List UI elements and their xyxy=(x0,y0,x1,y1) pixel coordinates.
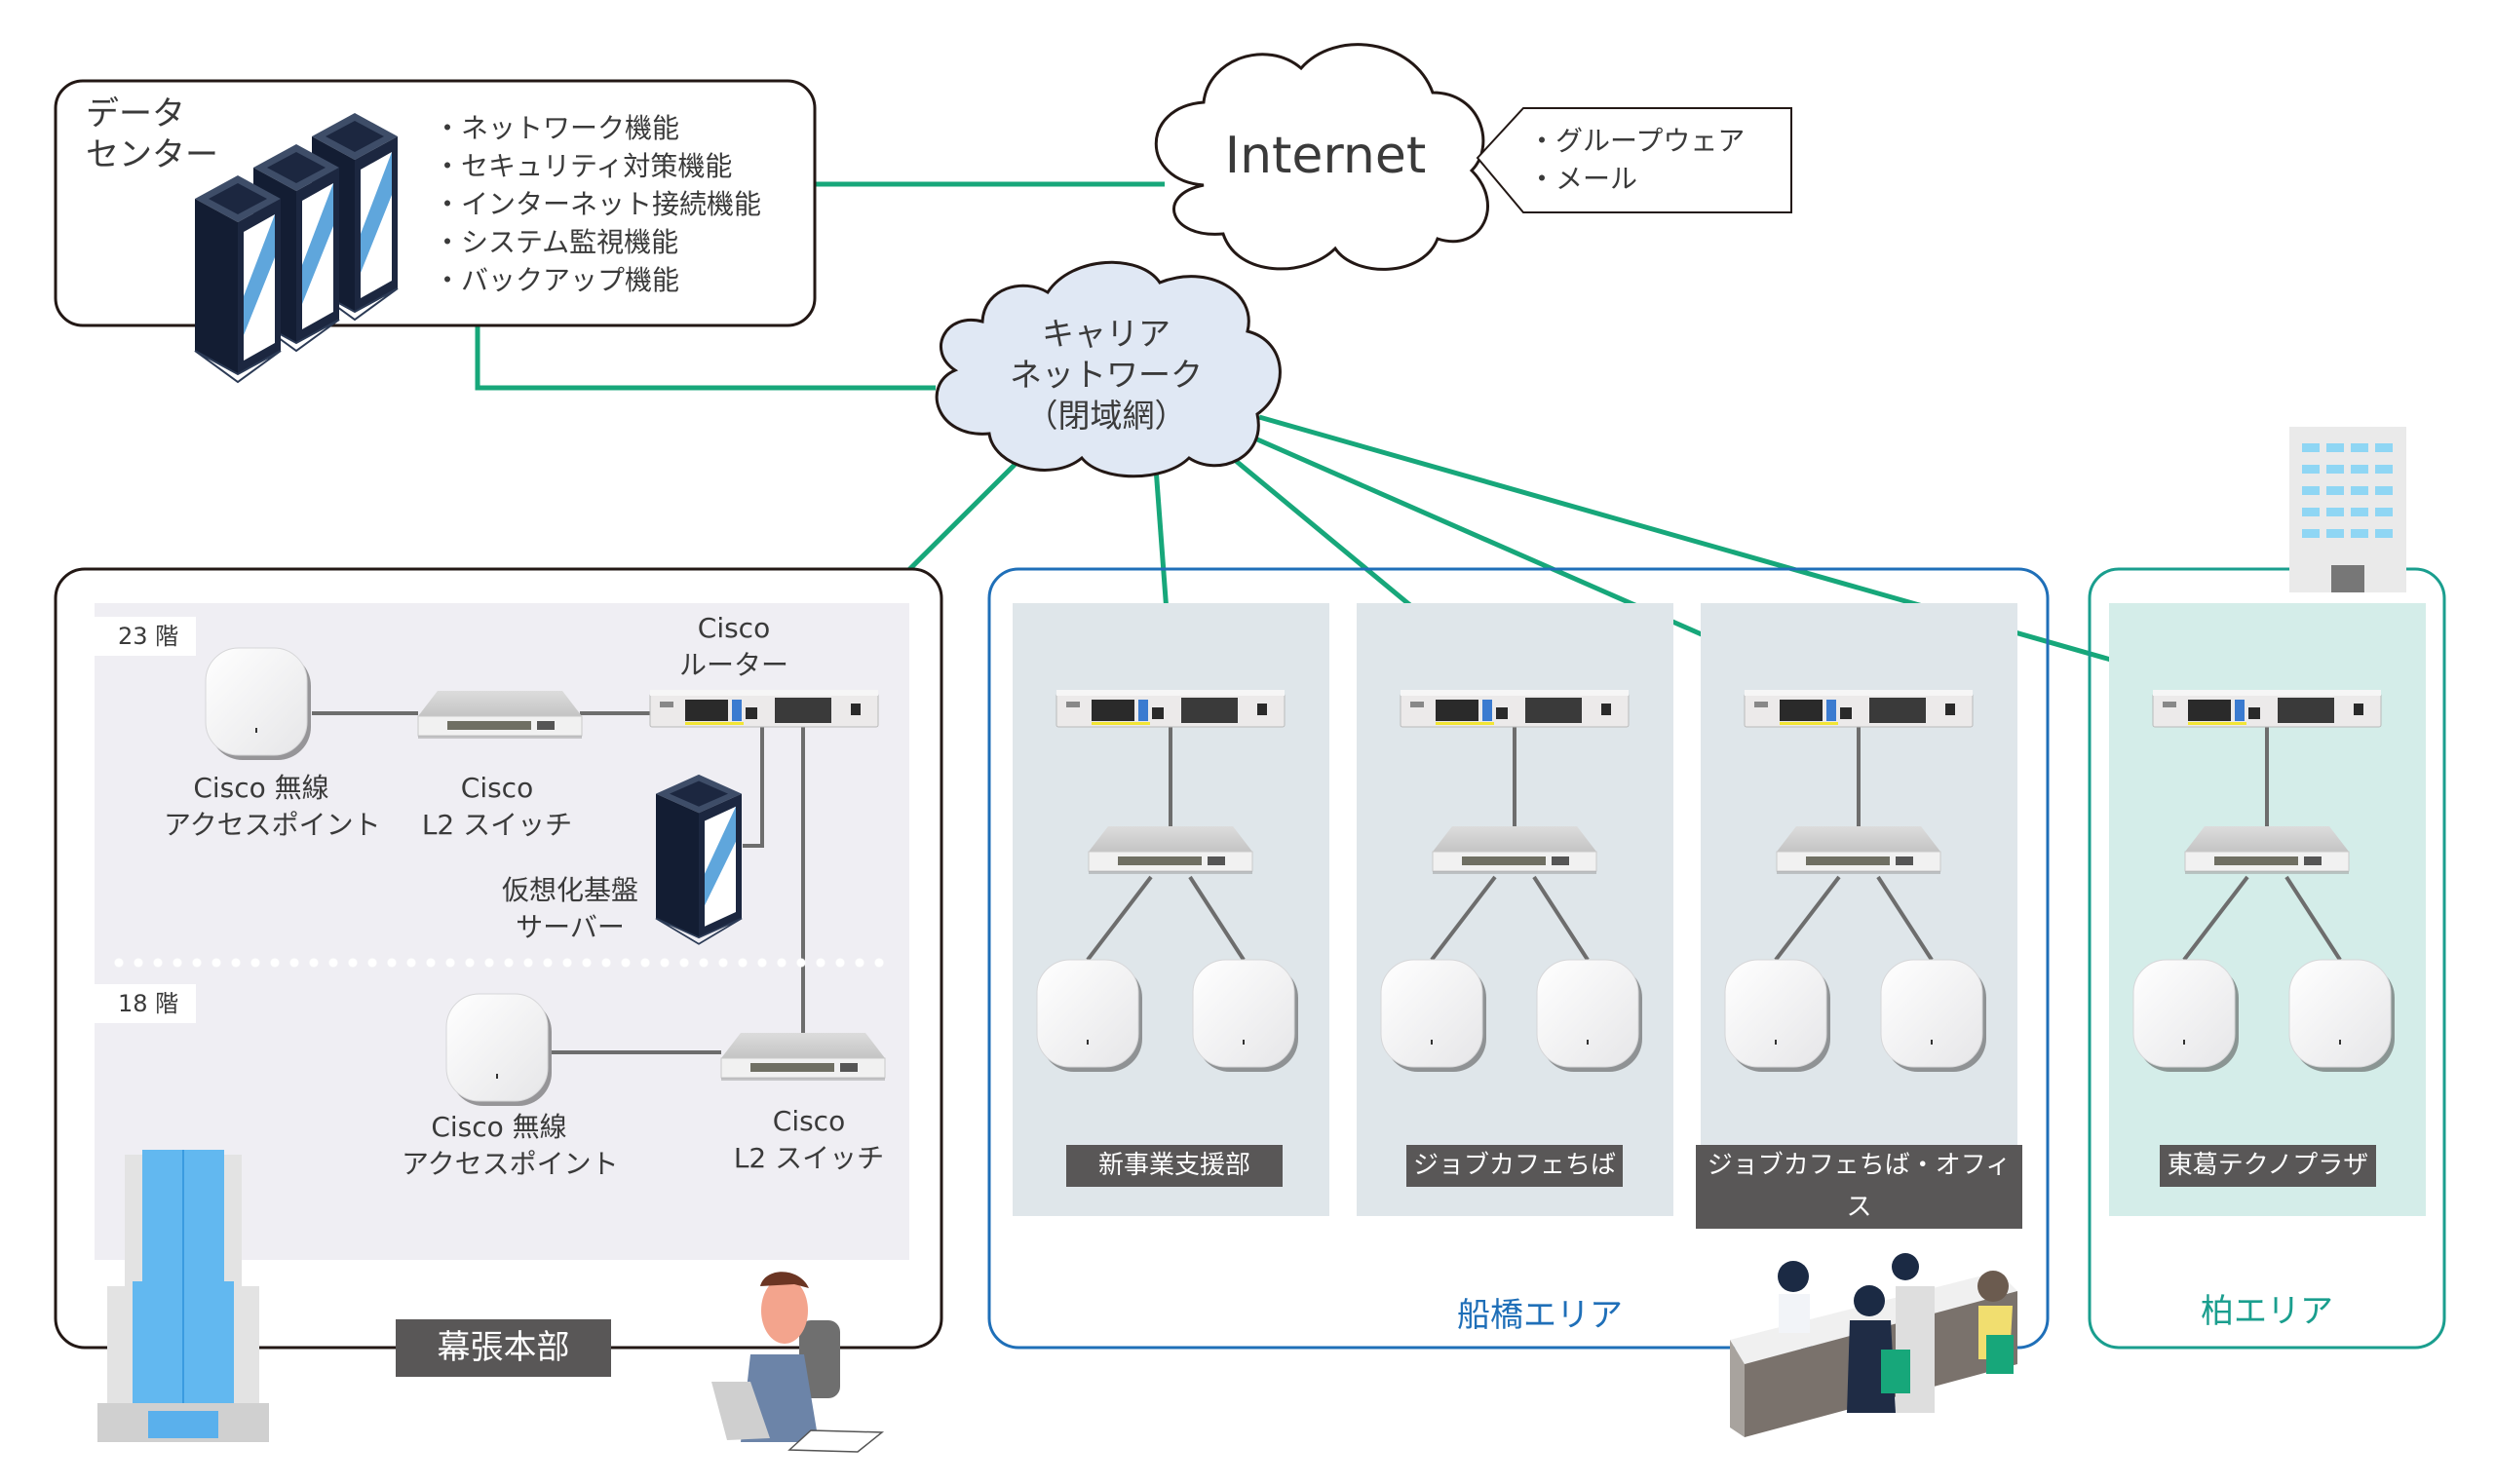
label-line: Cisco xyxy=(460,772,534,804)
link-carrier-tokatsu xyxy=(1258,414,2221,694)
switch-label-18f: Cisco L2 スイッチ xyxy=(721,1103,897,1177)
datacenter-title-line: データ xyxy=(86,95,185,133)
carrier-label-line: （閉域網） xyxy=(1025,397,1187,435)
link-datacenter-carrier xyxy=(475,325,936,391)
lan-link xyxy=(1876,875,1934,962)
site-label-jobcafe-office: ジョブカフェちば・オフィス xyxy=(1696,1145,2022,1229)
site-network xyxy=(1380,689,1643,1073)
carrier-label-line: ネットワーク xyxy=(1010,356,1203,394)
datacenter-title-line: センター xyxy=(86,135,218,174)
site-label-shinjigyo: 新事業支援部 xyxy=(1066,1145,1283,1187)
carrier-label-line: キャリア xyxy=(1042,315,1171,353)
access-point-icon xyxy=(1192,959,1299,1073)
access-point-icon xyxy=(1036,959,1143,1073)
site-network xyxy=(2132,689,2396,1073)
floor-tag-23: 23 階 xyxy=(95,617,196,656)
office-building-icon xyxy=(2289,427,2406,592)
makuhari-lan xyxy=(312,711,805,1054)
access-point-icon xyxy=(1880,959,1987,1073)
router-icon xyxy=(1744,689,1974,728)
function-item: ・バックアップ機能 xyxy=(434,264,680,296)
service-item: ・メール xyxy=(1528,163,1638,195)
site-label-jobcafe: ジョブカフェちば xyxy=(1406,1145,1623,1187)
router-icon xyxy=(2152,689,2382,728)
internet-services: ・グループウェア ・メール xyxy=(1528,122,1745,198)
area-label-funabashi: 船橋エリア xyxy=(1457,1296,1623,1335)
lan-link xyxy=(1774,875,1841,962)
internet-cloud xyxy=(1154,43,1489,271)
consultation-counter-icon xyxy=(1730,1253,2017,1437)
access-point-icon xyxy=(2288,959,2396,1073)
label-line: Cisco xyxy=(772,1105,846,1137)
label-line: アクセスポイント xyxy=(164,809,381,841)
carrier-cloud xyxy=(935,260,1282,478)
function-item: ・インターネット接続機能 xyxy=(434,188,762,220)
label-line: 仮想化基盤 xyxy=(501,874,638,906)
carrier-network-label: キャリア ネットワーク （閉域網） xyxy=(970,314,1243,437)
l2-switch-icon xyxy=(1088,825,1253,875)
lan-link xyxy=(2182,875,2249,962)
datacenter-title: データ センター xyxy=(86,94,218,175)
service-item: ・グループウェア xyxy=(1528,125,1746,157)
l2-switch-icon xyxy=(1432,825,1597,875)
person-laptop-icon xyxy=(711,1272,885,1453)
site-label-makuhari: 幕張本部 xyxy=(396,1319,611,1377)
ap-label-18f: Cisco 無線 アクセスポイント xyxy=(402,1109,619,1183)
router-icon xyxy=(1400,689,1630,728)
floor-separator xyxy=(109,958,889,968)
access-point-icon xyxy=(445,993,553,1107)
label-line: Cisco xyxy=(697,612,771,644)
server-label-23f: 仮想化基盤 サーバー xyxy=(492,872,648,946)
label-line: Cisco 無線 xyxy=(431,1111,567,1143)
label-line: L2 スイッチ xyxy=(733,1142,885,1174)
server-icon xyxy=(655,773,743,945)
datacenter-function-list: ・ネットワーク機能 ・セキュリティ対策機能 ・インターネット接続機能 ・システム… xyxy=(434,109,761,299)
site-devices xyxy=(1036,689,2396,1073)
access-point-icon xyxy=(205,647,312,761)
office-tower-icon xyxy=(97,1150,269,1442)
site-label-tokatsu: 東葛テクノプラザ xyxy=(2160,1145,2376,1187)
lan-link xyxy=(1532,875,1590,962)
label-line: アクセスポイント xyxy=(402,1148,619,1180)
area-label-kashiwa: 柏エリア xyxy=(2201,1292,2333,1331)
site-network xyxy=(1036,689,1299,1073)
lan-link xyxy=(2284,875,2342,962)
label-line: Cisco 無線 xyxy=(193,772,329,804)
kashiwa-box xyxy=(2088,567,2446,1350)
access-point-icon xyxy=(1536,959,1643,1073)
function-item: ・ネットワーク機能 xyxy=(434,112,680,144)
floor-tag-18: 18 階 xyxy=(95,984,196,1023)
access-point-icon xyxy=(1380,959,1487,1073)
l2-switch-icon xyxy=(720,1032,886,1082)
lan-link xyxy=(1086,875,1153,962)
site-network xyxy=(1724,689,1987,1073)
router-icon xyxy=(1056,689,1286,728)
label-line: ルーター xyxy=(678,649,788,681)
function-item: ・システム監視機能 xyxy=(434,226,679,258)
internet-callout xyxy=(1476,107,1792,213)
l2-switch-icon xyxy=(2184,825,2350,875)
l2-switch-icon xyxy=(1776,825,1941,875)
funabashi-box xyxy=(987,567,2050,1350)
lan-link xyxy=(1188,875,1246,962)
router-icon xyxy=(649,689,879,728)
ap-label-23f: Cisco 無線 アクセスポイント xyxy=(164,770,381,844)
access-point-icon xyxy=(2132,959,2240,1073)
internet-label: Internet xyxy=(1224,127,1427,185)
lan-link xyxy=(1430,875,1497,962)
label-line: L2 スイッチ xyxy=(421,809,573,841)
access-point-icon xyxy=(1724,959,1831,1073)
label-line: サーバー xyxy=(516,911,625,943)
router-label-23f: Cisco ルーター xyxy=(656,610,812,684)
l2-switch-icon xyxy=(417,690,583,740)
function-item: ・セキュリティ対策機能 xyxy=(434,150,733,182)
switch-label-23f: Cisco L2 スイッチ xyxy=(409,770,585,844)
